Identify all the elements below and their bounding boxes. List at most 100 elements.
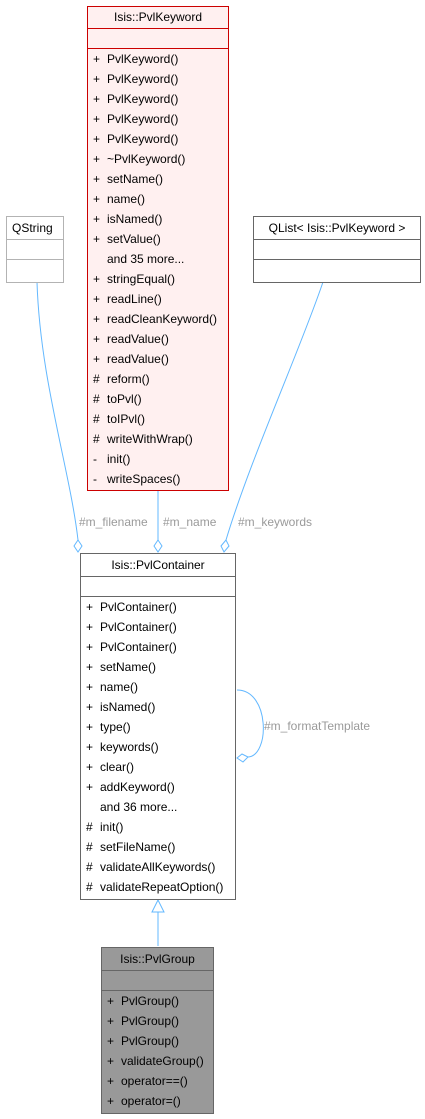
member-row[interactable]: +type(): [86, 720, 131, 734]
member-row[interactable]: + operator==(): [107, 1074, 188, 1088]
class-box-pvlgroup[interactable]: Isis::PvlGroup +PvlGroup()+PvlGroup()+Pv…: [101, 947, 214, 1114]
member-name: PvlContainer(): [100, 620, 177, 634]
member-row[interactable]: +readValue(): [93, 332, 169, 346]
member-row[interactable]: +name(): [93, 192, 145, 206]
visibility-marker: #: [93, 372, 100, 386]
methods-separator: [7, 259, 63, 260]
member-row[interactable]: +keywords(): [86, 740, 159, 754]
member-row[interactable]: +validateGroup(): [107, 1054, 204, 1068]
member-row[interactable]: +name(): [86, 680, 138, 694]
member-name: PvlGroup(): [121, 1034, 180, 1048]
member-name: PvlKeyword(): [107, 92, 179, 106]
member-row[interactable]: +PvlKeyword(): [93, 112, 178, 126]
edge-label-m-filename: #m_filename: [79, 515, 148, 529]
visibility-marker: +: [86, 660, 94, 674]
member-name: PvlKeyword(): [107, 112, 179, 126]
visibility-marker: +: [86, 780, 94, 794]
visibility-marker: +: [86, 700, 94, 714]
member-name: operator=(): [121, 1094, 181, 1108]
member-row[interactable]: #writeWithWrap(): [93, 432, 193, 446]
member-name: keywords(): [100, 740, 159, 754]
visibility-marker: +: [107, 1054, 115, 1068]
visibility-marker: -: [93, 472, 97, 486]
class-name: QList< Isis::PvlKeyword >: [268, 221, 406, 235]
member-name: readLine(): [107, 292, 162, 306]
member-row[interactable]: +stringEqual(): [93, 272, 175, 286]
visibility-marker: +: [93, 152, 101, 166]
member-name: clear(): [100, 760, 135, 774]
member-name: setName(): [100, 660, 157, 674]
member-row[interactable]: +PvlContainer(): [86, 600, 177, 614]
visibility-marker: +: [93, 212, 101, 226]
visibility-marker: +: [93, 352, 101, 366]
member-row[interactable]: -writeSpaces(): [93, 472, 180, 486]
visibility-marker: #: [86, 860, 93, 874]
member-row[interactable]: # toPvl(): [93, 392, 142, 406]
member-row[interactable]: and 35 more...: [107, 252, 184, 266]
visibility-marker: +: [86, 620, 94, 634]
methods-separator: [102, 990, 213, 991]
member-row[interactable]: +PvlKeyword(): [93, 132, 178, 146]
member-name: reform(): [107, 372, 150, 386]
member-row[interactable]: +PvlGroup(): [107, 994, 179, 1008]
visibility-marker: #: [93, 392, 100, 406]
member-row[interactable]: -init(): [93, 452, 130, 466]
methods-separator: [254, 259, 420, 260]
visibility-marker: +: [86, 760, 94, 774]
member-row[interactable]: +PvlKeyword(): [93, 52, 178, 66]
visibility-marker: +: [93, 132, 101, 146]
visibility-marker: +: [107, 1074, 115, 1088]
visibility-marker: +: [93, 292, 101, 306]
member-name: ~PvlKeyword(): [107, 152, 186, 166]
member-name: toPvl(): [107, 392, 142, 406]
member-row[interactable]: +PvlGroup(): [107, 1014, 179, 1028]
visibility-marker: -: [93, 452, 97, 466]
member-row[interactable]: #init(): [86, 820, 123, 834]
member-row[interactable]: +operator=(): [107, 1094, 181, 1108]
visibility-marker: #: [86, 840, 93, 854]
member-row[interactable]: # reform(): [93, 372, 150, 386]
member-name: PvlKeyword(): [107, 72, 179, 86]
member-name: PvlGroup(): [121, 994, 180, 1008]
member-row[interactable]: + clear(): [86, 760, 134, 774]
member-row[interactable]: +PvlKeyword(): [93, 92, 178, 106]
member-row[interactable]: and 36 more...: [100, 800, 177, 814]
member-row[interactable]: # setFileName(): [86, 840, 175, 854]
methods-separator: [88, 48, 228, 49]
member-row[interactable]: +addKeyword(): [86, 780, 175, 794]
member-name: type(): [100, 720, 131, 734]
member-name: setValue(): [107, 232, 161, 246]
member-name: writeSpaces(): [107, 472, 181, 486]
edge-label-m-format-template: #m_formatTemplate: [264, 719, 371, 733]
member-row[interactable]: #validateRepeatOption(): [86, 880, 223, 894]
visibility-marker: #: [86, 880, 93, 894]
member-row[interactable]: +PvlKeyword(): [93, 72, 178, 86]
methods-separator: [81, 596, 235, 597]
member-row[interactable]: + setName(): [86, 660, 156, 674]
member-row[interactable]: + PvlContainer(): [86, 620, 177, 634]
member-row[interactable]: + ~PvlKeyword(): [93, 152, 185, 166]
member-row[interactable]: +readValue(): [93, 352, 169, 366]
visibility-marker: +: [107, 1034, 115, 1048]
member-row[interactable]: +readCleanKeyword(): [93, 312, 217, 326]
visibility-marker: +: [93, 232, 101, 246]
member-name: readCleanKeyword(): [107, 312, 218, 326]
visibility-marker: +: [93, 332, 101, 346]
class-box-qlist[interactable]: QList< Isis::PvlKeyword >: [253, 216, 421, 283]
member-row[interactable]: + setValue(): [93, 232, 161, 246]
member-row[interactable]: + readLine(): [93, 292, 162, 306]
member-name: name(): [100, 680, 139, 694]
member-row[interactable]: +setName(): [93, 172, 163, 186]
member-row[interactable]: #validateAllKeywords(): [86, 860, 215, 874]
attributes-separator: [81, 576, 235, 577]
member-row[interactable]: + PvlGroup(): [107, 1034, 179, 1048]
class-box-pvlcontainer[interactable]: Isis::PvlContainer +PvlContainer()+PvlCo…: [80, 553, 236, 900]
class-box-pvlkeyword[interactable]: Isis::PvlKeyword +PvlKeyword()+PvlKeywor…: [87, 6, 229, 491]
member-name: operator==(): [121, 1074, 188, 1088]
class-box-qstring[interactable]: QString: [6, 216, 64, 283]
member-row[interactable]: +isNamed(): [93, 212, 162, 226]
member-row[interactable]: +isNamed(): [86, 700, 155, 714]
member-row[interactable]: #toIPvl(): [93, 412, 145, 426]
member-name: setFileName(): [100, 840, 176, 854]
member-row[interactable]: +PvlContainer(): [86, 640, 177, 654]
